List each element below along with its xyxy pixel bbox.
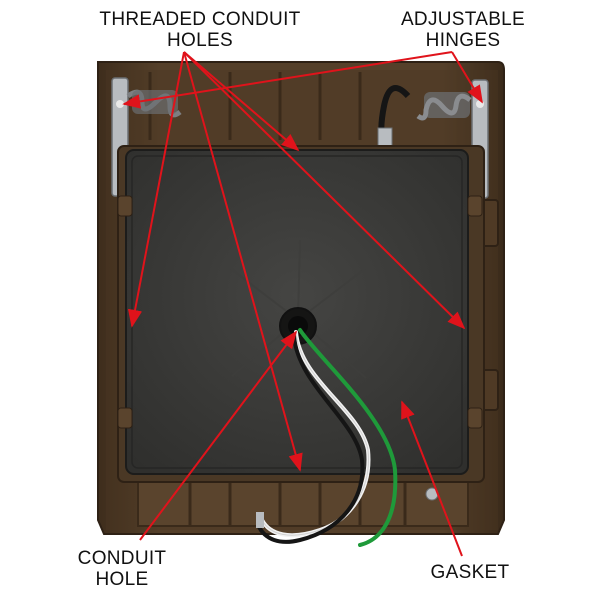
arrow-threaded-left bbox=[127, 51, 185, 328]
label-threaded-line1: THREADED CONDUIT bbox=[99, 9, 301, 30]
label-conduit-hole: CONDUIT HOLE bbox=[52, 548, 192, 590]
label-threaded-conduit-holes: THREADED CONDUIT HOLES bbox=[60, 9, 340, 51]
label-hinges-line1: ADJUSTABLE bbox=[400, 9, 526, 30]
arrow-threaded-top bbox=[183, 51, 300, 152]
arrow-hinge-right bbox=[451, 51, 483, 104]
housing-ribs-bottom bbox=[188, 480, 407, 525]
arrow-gasket bbox=[401, 400, 463, 557]
label-gasket: GASKET bbox=[420, 562, 520, 583]
label-threaded-line2: HOLES bbox=[167, 30, 233, 51]
callout-arrows bbox=[122, 51, 483, 557]
label-conduit-line1: CONDUIT bbox=[77, 548, 167, 569]
label-adjustable-hinges: ADJUSTABLE HINGES bbox=[388, 9, 538, 51]
arrow-threaded-bottom bbox=[183, 51, 303, 472]
label-gasket-line1: GASKET bbox=[430, 562, 510, 583]
arrow-hinge-left bbox=[122, 51, 453, 109]
arrow-threaded-right bbox=[183, 51, 466, 330]
wires bbox=[256, 328, 439, 547]
label-conduit-line2: HOLE bbox=[95, 569, 149, 590]
arrow-conduit-hole bbox=[139, 330, 298, 541]
label-hinges-line2: HINGES bbox=[425, 30, 501, 51]
